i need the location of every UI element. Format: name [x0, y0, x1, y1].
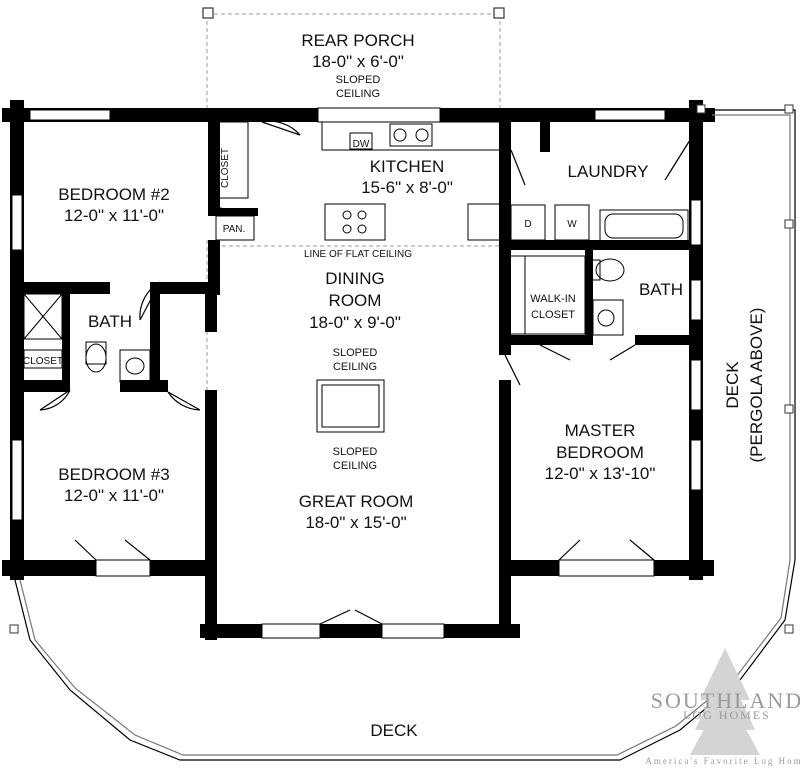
bedroom3-label: BEDROOM #3: [58, 465, 169, 484]
walkin-label-1: WALK-IN: [530, 293, 575, 305]
fixtures: [23, 121, 689, 433]
dining-size: 18-0" x 9'-0": [309, 313, 401, 332]
dining-label-1: DINING: [325, 269, 385, 288]
great-ceiling-label: CEILING: [333, 460, 377, 472]
pine-tree-icon: [690, 648, 760, 755]
bath-closet-label: CLOSET: [23, 356, 63, 367]
deck-posts: [9, 104, 794, 634]
dining-sloped-label: SLOPED: [333, 347, 378, 359]
laundry-label: LAUNDRY: [568, 162, 649, 181]
great-room-label: GREAT ROOM: [299, 492, 414, 511]
bath-right-label: BATH: [639, 280, 683, 299]
logo-line2: LOG HOMES: [683, 708, 771, 722]
great-sloped-label: SLOPED: [333, 446, 378, 458]
deck-right-label-1: DECK: [723, 361, 742, 409]
flat-ceiling-label: LINE OF FLAT CEILING: [304, 249, 412, 260]
kitchen-label: KITCHEN: [370, 157, 445, 176]
door-swings: [39, 120, 691, 625]
dining-ceiling-label: CEILING: [333, 361, 377, 373]
logo-tagline: America's Favorite Log Home: [645, 756, 800, 766]
southland-logo: SOUTHLAND LOG HOMES America's Favorite L…: [645, 648, 800, 766]
master-label-1: MASTER: [565, 421, 636, 440]
washer-label: W: [567, 219, 577, 230]
room-labels: REAR PORCH 18-0" x 6'-0" SLOPED CEILING …: [23, 31, 766, 740]
porch-posts: [202, 7, 505, 19]
porch-ceiling-label: CEILING: [336, 88, 380, 100]
bedroom2-label: BEDROOM #2: [58, 185, 169, 204]
deck-right-label-2: (PERGOLA ABOVE): [747, 308, 766, 463]
master-size: 12-0" x 13'-10": [545, 464, 656, 483]
great-room-size: 18-0" x 15'-0": [305, 513, 406, 532]
bed2-closet-label: CLOSET: [220, 148, 231, 188]
pantry-label: PAN.: [223, 224, 246, 235]
dishwasher-label: DW: [353, 139, 370, 150]
bedroom3-size: 12-0" x 11'-0": [64, 486, 164, 505]
rear-porch-label: REAR PORCH: [301, 31, 414, 50]
deck-outline: [14, 109, 796, 761]
porch-sloped-label: SLOPED: [336, 74, 381, 86]
bath-left-label: BATH: [88, 312, 132, 331]
master-label-2: BEDROOM: [556, 443, 644, 462]
logo-line1: SOUTHLAND: [651, 688, 800, 713]
dryer-label: D: [524, 219, 531, 230]
bedroom2-size: 12-0" x 11'-0": [64, 206, 164, 225]
walkin-label-2: CLOSET: [531, 309, 575, 321]
deck-bottom-label: DECK: [370, 721, 418, 740]
dining-label-2: ROOM: [329, 291, 382, 310]
rear-porch-size: 18-0" x 6'-0": [312, 52, 404, 71]
windows: [11, 107, 702, 639]
kitchen-size: 15-6" x 8'-0": [361, 178, 453, 197]
